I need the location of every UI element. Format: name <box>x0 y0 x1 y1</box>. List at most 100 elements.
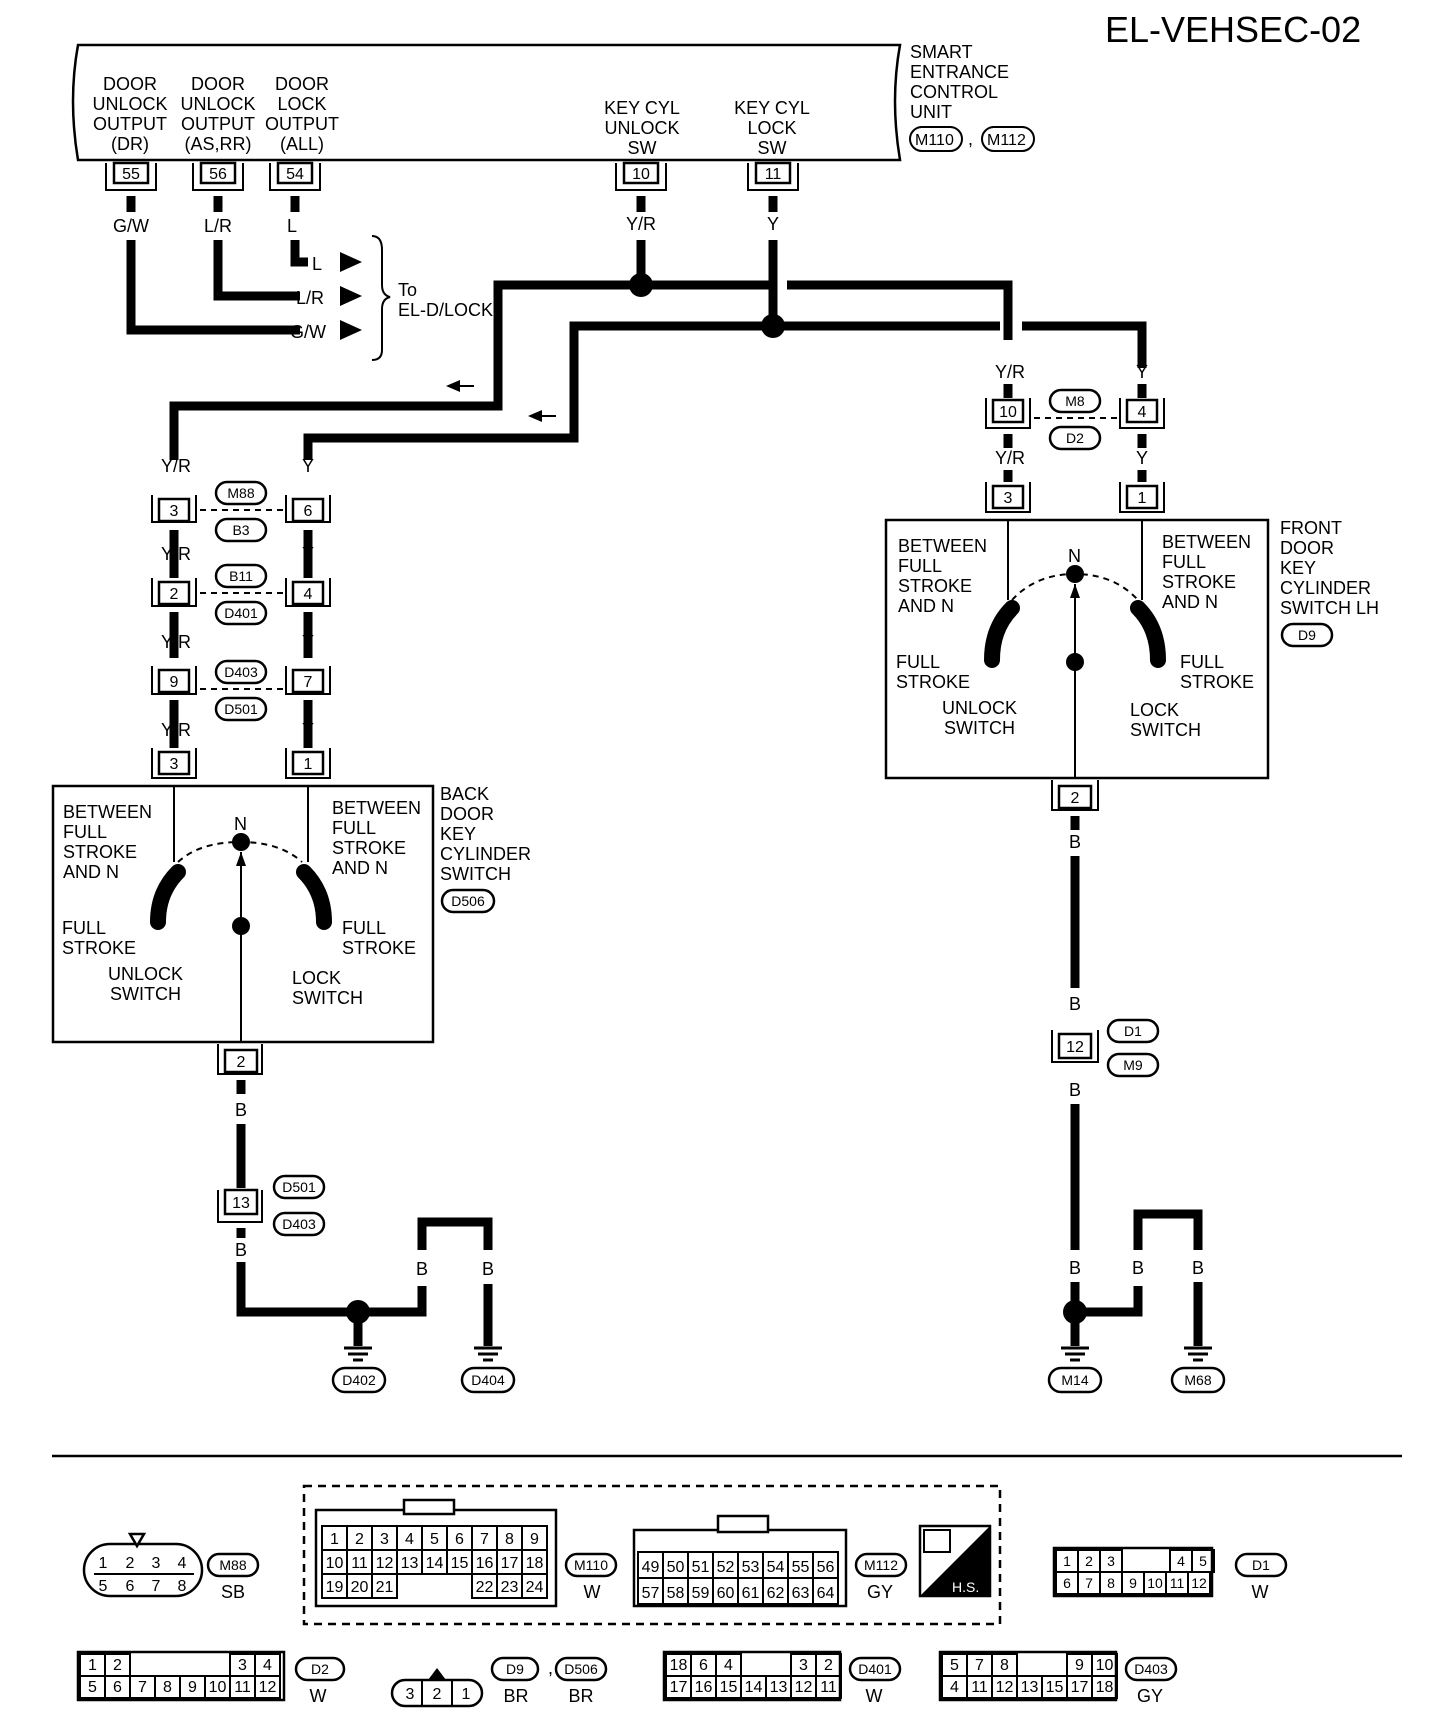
pin-number: 54 <box>767 1559 785 1576</box>
pin-number: 22 <box>476 1579 494 1596</box>
svg-text:Y/R: Y/R <box>161 632 191 652</box>
pin-number: 8 <box>505 1531 514 1548</box>
svg-text:M112: M112 <box>864 1557 898 1573</box>
pin-number: 7 <box>975 1657 984 1674</box>
connector-pair-m88-b3: 3 6 M88 B3 <box>151 480 331 543</box>
svg-text:LOCK: LOCK <box>1130 700 1179 720</box>
svg-text:B: B <box>482 1259 494 1279</box>
svg-text:AND N: AND N <box>332 858 388 878</box>
svg-text:10: 10 <box>632 166 650 183</box>
ground-d404: D404 <box>460 1366 516 1394</box>
pin-number: 24 <box>526 1579 544 1596</box>
svg-text:Y/R: Y/R <box>626 214 656 234</box>
svg-text:,: , <box>548 1658 553 1678</box>
svg-text:To: To <box>398 280 417 300</box>
svg-text:SWITCH: SWITCH <box>944 718 1015 738</box>
svg-text:B: B <box>1069 832 1081 852</box>
pin-number: 16 <box>476 1555 494 1572</box>
pin-number: 6 <box>1063 1575 1071 1591</box>
pin-number: 4 <box>263 1657 272 1674</box>
svg-text:FULL: FULL <box>62 918 106 938</box>
pin-number: 5 <box>1199 1553 1207 1569</box>
svg-text:SMART: SMART <box>910 42 973 62</box>
ground-d402: D402 <box>331 1366 387 1394</box>
svg-text:1: 1 <box>462 1686 471 1703</box>
svg-text:UNLOCK: UNLOCK <box>92 94 167 114</box>
pin-number: 11 <box>971 1679 988 1696</box>
pin-number: 8 <box>1107 1575 1115 1591</box>
svg-text:L: L <box>287 216 297 236</box>
svg-text:D501: D501 <box>282 1179 316 1195</box>
svg-text:SWITCH LH: SWITCH LH <box>1280 598 1379 618</box>
svg-text:UNLOCK: UNLOCK <box>604 118 679 138</box>
terminal-11: 11 <box>747 161 799 191</box>
pin-number: 59 <box>692 1585 710 1602</box>
svg-text:M9: M9 <box>1123 1057 1143 1073</box>
svg-text:1: 1 <box>99 1555 108 1572</box>
pin-number: 1 <box>1063 1553 1071 1569</box>
pin-number: 7 <box>1085 1575 1093 1591</box>
svg-text:Y/R: Y/R <box>995 448 1025 468</box>
pin-cell <box>812 1577 839 1605</box>
pin-number: 64 <box>817 1585 835 1602</box>
top-wiring: G/W L/R L Y/R Y L L/R G/W To EL-D/LOCK <box>113 196 1147 460</box>
svg-text:M88: M88 <box>219 1557 246 1573</box>
pin-number: 1 <box>88 1657 97 1674</box>
pin-number: 12 <box>259 1679 277 1696</box>
svg-text:Y: Y <box>1136 448 1148 468</box>
svg-text:FULL: FULL <box>63 822 107 842</box>
connector-pair-b11-d401: 2 4 B11 D401 <box>151 563 331 626</box>
svg-text:SWITCH: SWITCH <box>440 864 511 884</box>
terminal-label-11: KEY CYL LOCK SW <box>734 98 810 158</box>
svg-text:9: 9 <box>170 674 179 691</box>
connector-face-d9: 3 2 1 D9 , D506 BR BR <box>390 1656 608 1708</box>
pin-number: 15 <box>720 1679 738 1696</box>
svg-text:(AS,RR): (AS,RR) <box>185 134 252 154</box>
svg-text:D2: D2 <box>311 1661 329 1677</box>
svg-text:M110: M110 <box>915 132 954 149</box>
front-door-switch-name: FRONT DOOR KEY CYLINDER SWITCH LH <box>1280 518 1379 618</box>
svg-text:(DR): (DR) <box>111 134 149 154</box>
svg-text:3: 3 <box>152 1555 161 1572</box>
svg-text:W: W <box>1252 1582 1269 1602</box>
svg-text:FULL: FULL <box>1180 652 1224 672</box>
pin-number: 7 <box>480 1531 489 1548</box>
pin-number: 56 <box>817 1559 835 1576</box>
pin-number: 63 <box>792 1585 810 1602</box>
svg-text:UNLOCK: UNLOCK <box>942 698 1017 718</box>
svg-text:BETWEEN: BETWEEN <box>898 536 987 556</box>
svg-text:N: N <box>234 814 247 834</box>
svg-text:B: B <box>416 1259 428 1279</box>
svg-text:2: 2 <box>126 1555 135 1572</box>
pin-cell <box>254 1675 281 1699</box>
svg-text:CONTROL: CONTROL <box>910 82 998 102</box>
pin-number: 5 <box>950 1657 959 1674</box>
pin-cell <box>521 1573 548 1599</box>
svg-text:Y/R: Y/R <box>161 456 191 476</box>
terminal-label-55: DOOR UNLOCK OUTPUT (DR) <box>92 74 167 154</box>
pin-number: 18 <box>670 1657 688 1674</box>
svg-text:FULL: FULL <box>342 918 386 938</box>
svg-text:AND N: AND N <box>1162 592 1218 612</box>
pin-number: 14 <box>426 1555 444 1572</box>
pin-number: 12 <box>1191 1575 1207 1591</box>
pin-number: 12 <box>996 1679 1014 1696</box>
pin-number: 4 <box>950 1679 959 1696</box>
connector-face-m88: 1 2 3 4 5 6 7 8 M88 SB <box>82 1532 260 1602</box>
svg-text:2: 2 <box>237 1054 246 1071</box>
svg-text:B: B <box>1132 1258 1144 1278</box>
pin-number: 8 <box>1000 1657 1009 1674</box>
svg-text:B: B <box>1069 1258 1081 1278</box>
pin-number: 8 <box>163 1679 172 1696</box>
terminal-54: 54 <box>269 161 321 191</box>
svg-text:G/W: G/W <box>113 216 149 236</box>
pin-cell <box>1187 1571 1211 1595</box>
unit-name: SMART ENTRANCE CONTROL UNIT <box>910 42 1009 122</box>
pin-number: 9 <box>1129 1575 1137 1591</box>
svg-text:SWITCH: SWITCH <box>292 988 363 1008</box>
svg-text:Y: Y <box>302 544 314 564</box>
svg-text:BR: BR <box>568 1686 593 1706</box>
svg-text:,: , <box>968 129 973 149</box>
